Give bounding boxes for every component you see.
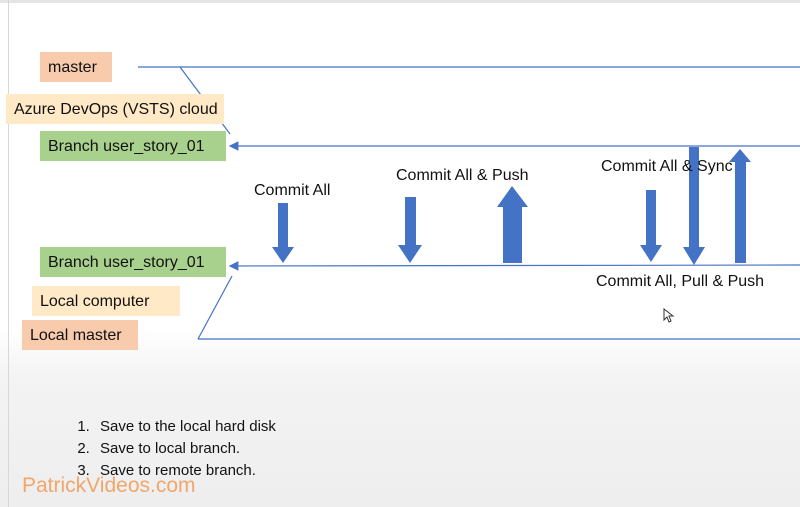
- watermark-text: PatrickVideos.com: [22, 474, 196, 497]
- commit-all-pull-push-text: Commit All, Pull & Push: [596, 273, 765, 290]
- step-item: Save to the local hard disk: [94, 416, 276, 438]
- pull-down-arrow: [683, 147, 705, 265]
- master-label: master: [40, 52, 112, 82]
- step-item: Save to local branch.: [94, 438, 276, 460]
- commit-all-push-text: Commit All & Push: [396, 167, 529, 184]
- local-master-label: Local master: [22, 320, 138, 350]
- azure-cloud-label: Azure DevOps (VSTS) cloud: [6, 94, 224, 124]
- mouse-pointer-icon: [663, 308, 675, 323]
- push-up-arrow: [497, 186, 528, 263]
- commit-all-text: Commit All: [254, 182, 331, 199]
- commit-all-down-arrow: [272, 203, 294, 263]
- sync-up-arrow: [729, 149, 751, 263]
- local-computer-label: Local computer: [32, 286, 180, 316]
- local-branch-connector: [197, 275, 233, 340]
- commit-all-sync-text: Commit All & Sync: [601, 158, 733, 175]
- steps-list: Save to the local hard disk Save to loca…: [54, 416, 276, 482]
- remote-branch-label: Branch user_story_01: [40, 131, 226, 161]
- commit-sync-down-arrow: [640, 190, 662, 262]
- local-branch-label: Branch user_story_01: [40, 247, 226, 277]
- step-item: Save to remote branch.: [94, 460, 276, 482]
- top-edge: [0, 0, 800, 3]
- frame-edge: [8, 0, 9, 507]
- commit-push-down-arrow: [398, 197, 422, 263]
- local-branch-line: [228, 261, 800, 271]
